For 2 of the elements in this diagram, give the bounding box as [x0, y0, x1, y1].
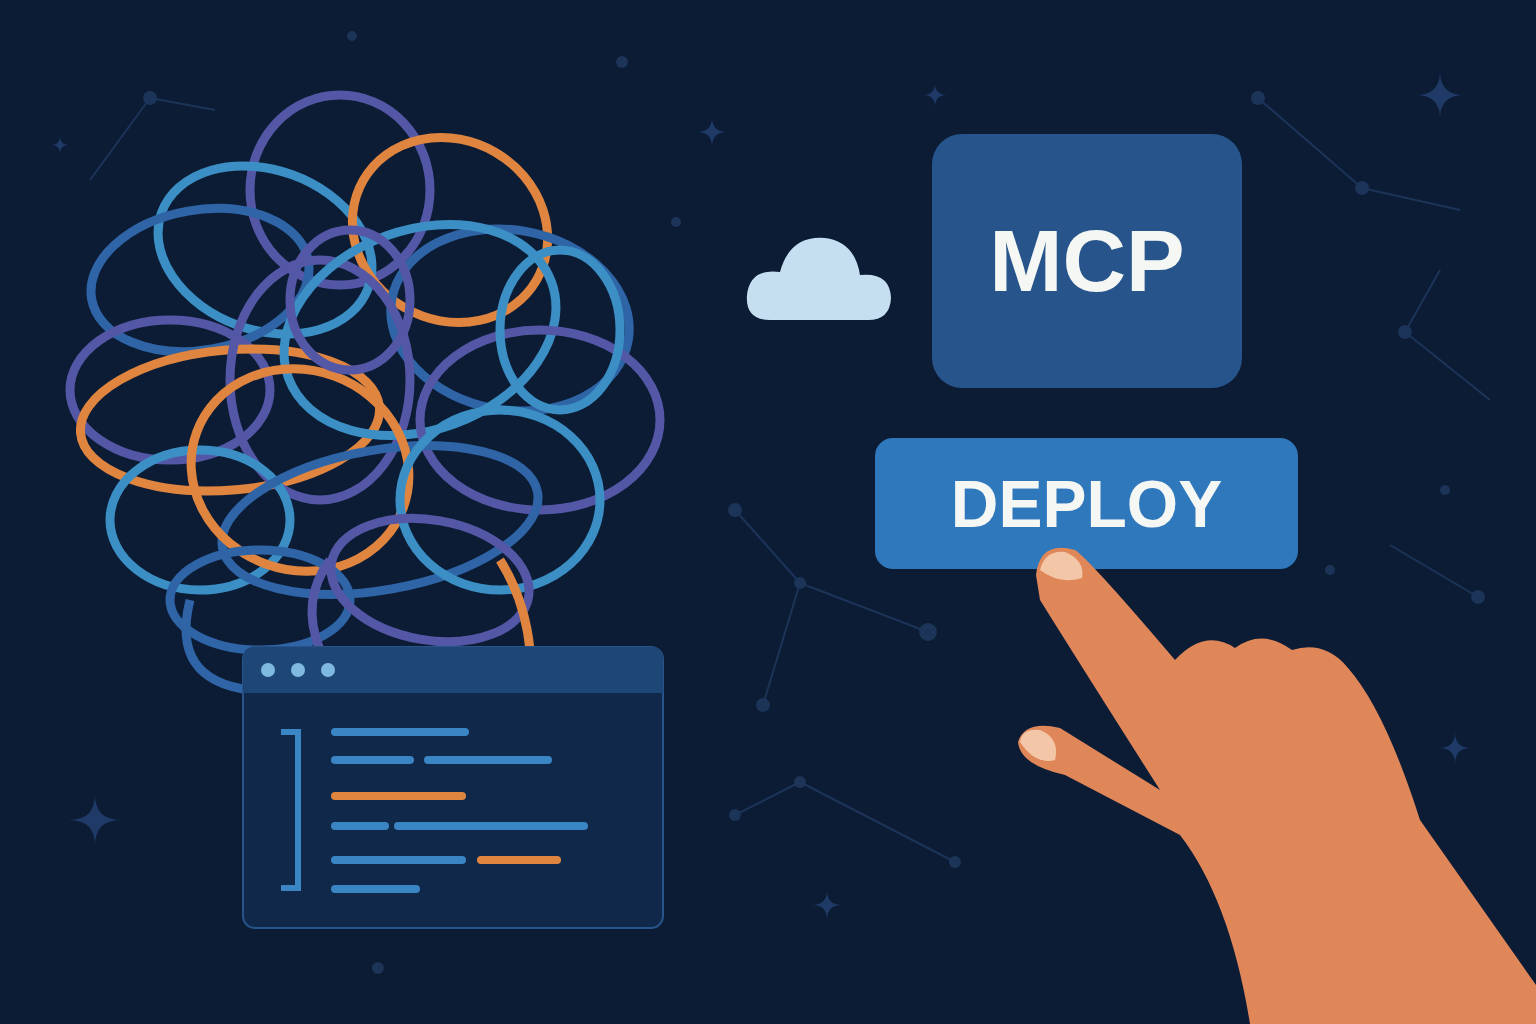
deploy-button: DEPLOY — [875, 438, 1298, 569]
title-box: MCP — [932, 134, 1242, 388]
